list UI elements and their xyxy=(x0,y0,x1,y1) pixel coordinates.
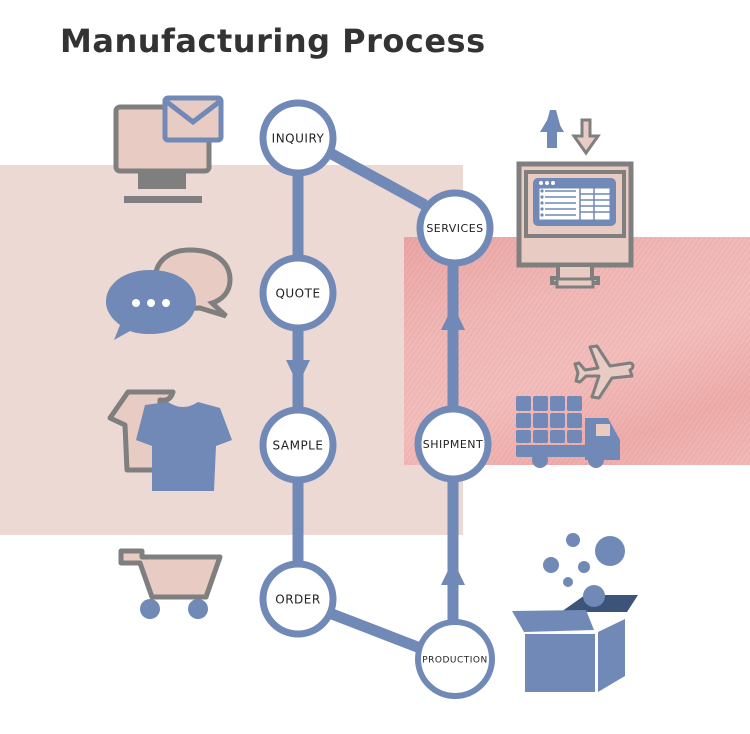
step-label: PRODUCTION xyxy=(422,656,488,666)
step-label: QUOTE xyxy=(275,287,320,301)
download-arrow-icon xyxy=(571,118,601,156)
arrow-up-icon xyxy=(441,560,465,585)
connector-inquiry-services xyxy=(327,148,428,210)
step-label: SAMPLE xyxy=(273,439,324,453)
monitor-upload-download-icon xyxy=(516,110,634,289)
step-label: SERVICES xyxy=(426,222,483,235)
step-node-sample: SAMPLE xyxy=(259,406,337,484)
shopping-cart-icon xyxy=(118,548,223,619)
step-label: INQUIRY xyxy=(272,132,325,146)
left-background-panel xyxy=(0,165,463,535)
t-shirts-icon xyxy=(107,389,232,491)
arrow-up-icon xyxy=(441,305,465,330)
step-node-services: SERVICES xyxy=(416,189,494,267)
computer-mail-icon xyxy=(113,95,224,203)
connector-order-production xyxy=(330,608,422,654)
step-node-inquiry: INQUIRY xyxy=(259,99,337,177)
step-node-production: PRODUCTION xyxy=(415,619,495,699)
delivery-truck-icon xyxy=(516,396,620,468)
upload-arrow-icon xyxy=(540,112,564,148)
page-title: Manufacturing Process xyxy=(60,22,486,60)
step-label: ORDER xyxy=(275,593,320,607)
step-node-shipment: SHIPMENT xyxy=(414,405,492,483)
chat-bubbles-icon xyxy=(106,247,233,340)
step-node-order: ORDER xyxy=(259,560,337,638)
step-label: SHIPMENT xyxy=(423,438,484,451)
arrow-down-icon xyxy=(286,360,310,385)
airplane-icon xyxy=(573,344,635,400)
open-box-icon xyxy=(512,533,638,692)
step-node-quote: QUOTE xyxy=(259,254,337,332)
